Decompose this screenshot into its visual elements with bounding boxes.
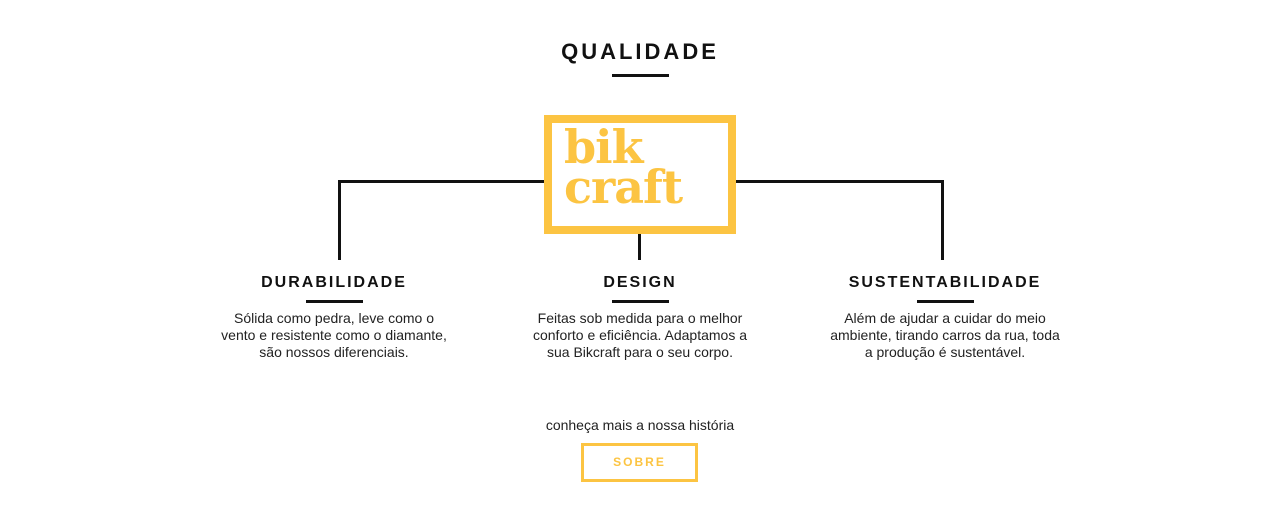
feature-description: Feitas sob medida para o melhor conforto… [532,310,748,360]
logo-line-2: craft [564,160,683,214]
connector-line-left [338,180,544,183]
sobre-button[interactable]: SOBRE [581,443,698,482]
feature-design: DESIGN Feitas sob medida para o melhor c… [525,273,755,361]
feature-description: Além de ajudar a cuidar do meio ambiente… [830,310,1060,360]
section-title: QUALIDADE [561,39,719,64]
feature-underline [916,300,974,303]
feature-underline [305,300,363,303]
logo-line-1: bik [564,120,644,174]
connector-drop-right [941,180,944,260]
logo-wordmark: bik craft [564,120,683,214]
feature-title: DESIGN [603,274,677,291]
bikcraft-logo: bik craft [544,115,736,234]
feature-title: DURABILIDADE [261,274,407,291]
feature-description: Sólida como pedra, leve como o vento e r… [221,310,447,360]
more-history-text: conheça mais a nossa história [545,417,735,433]
feature-underline [611,300,669,303]
title-underline [612,74,669,77]
feature-durabilidade: DURABILIDADE Sólida como pedra, leve com… [219,273,449,361]
feature-sustentabilidade: SUSTENTABILIDADE Além de ajudar a cuidar… [830,273,1060,361]
feature-title: SUSTENTABILIDADE [848,274,1042,291]
connector-drop-left [338,180,341,260]
connector-drop-center [638,234,641,260]
connector-line-right [736,180,944,183]
